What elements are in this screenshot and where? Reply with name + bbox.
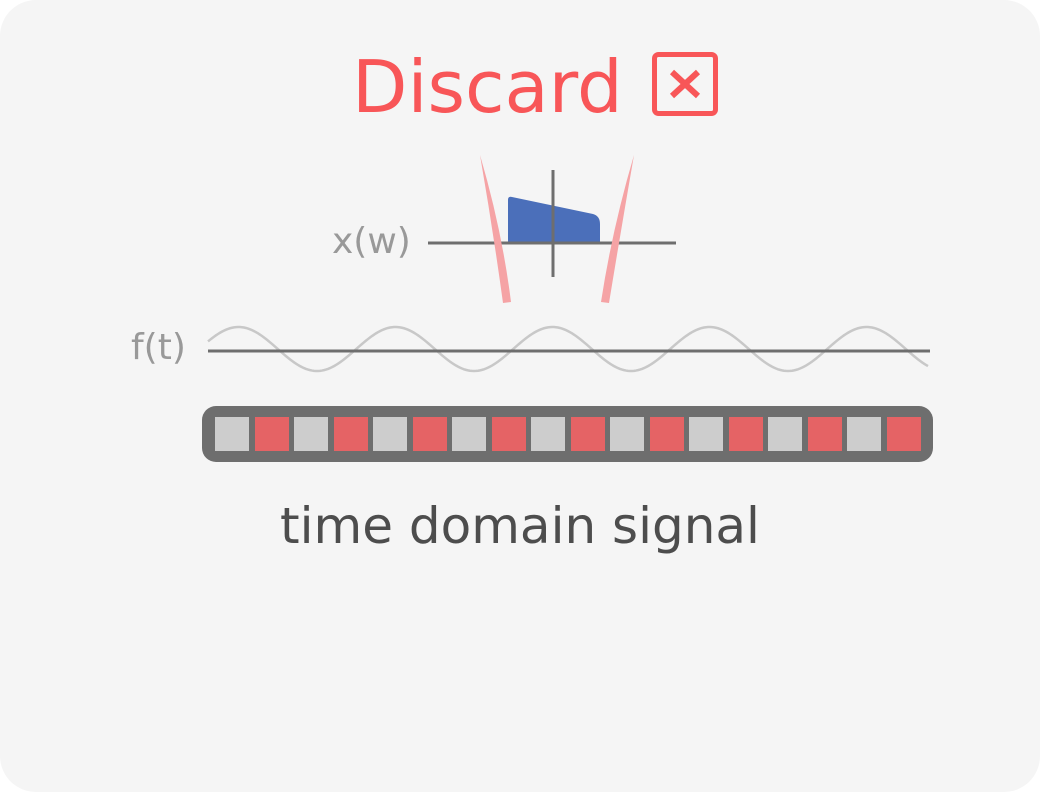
sine-wave bbox=[207, 325, 929, 373]
time-axis-label: f(t) bbox=[131, 327, 186, 368]
sample-cell-red bbox=[571, 417, 605, 451]
frequency-spectrum-plot bbox=[428, 155, 676, 303]
sample-cell-red bbox=[729, 417, 763, 451]
sample-cell-red bbox=[887, 417, 921, 451]
left-bracket bbox=[480, 155, 511, 303]
discard-title: Discard bbox=[352, 45, 623, 129]
sample-cell-gray bbox=[847, 417, 881, 451]
sample-cell-gray bbox=[373, 417, 407, 451]
sample-cell-red bbox=[255, 417, 289, 451]
sample-cell-red bbox=[650, 417, 684, 451]
sample-cell-red bbox=[334, 417, 368, 451]
sample-cell-red bbox=[413, 417, 447, 451]
close-x-icon[interactable] bbox=[652, 52, 718, 116]
sample-cell-red bbox=[808, 417, 842, 451]
sample-cell-gray bbox=[768, 417, 802, 451]
right-bracket bbox=[601, 155, 634, 303]
sample-strip bbox=[202, 406, 933, 462]
sample-cells bbox=[215, 417, 921, 451]
sample-cell-gray bbox=[689, 417, 723, 451]
sample-cell-gray bbox=[215, 417, 249, 451]
frequency-axis-label: x(w) bbox=[332, 221, 411, 262]
sample-cell-gray bbox=[294, 417, 328, 451]
sample-cell-gray bbox=[531, 417, 565, 451]
time-waveform-plot bbox=[207, 325, 930, 373]
sample-cell-gray bbox=[610, 417, 644, 451]
sample-cell-gray bbox=[452, 417, 486, 451]
caption: time domain signal bbox=[280, 497, 760, 555]
sample-cell-red bbox=[492, 417, 526, 451]
